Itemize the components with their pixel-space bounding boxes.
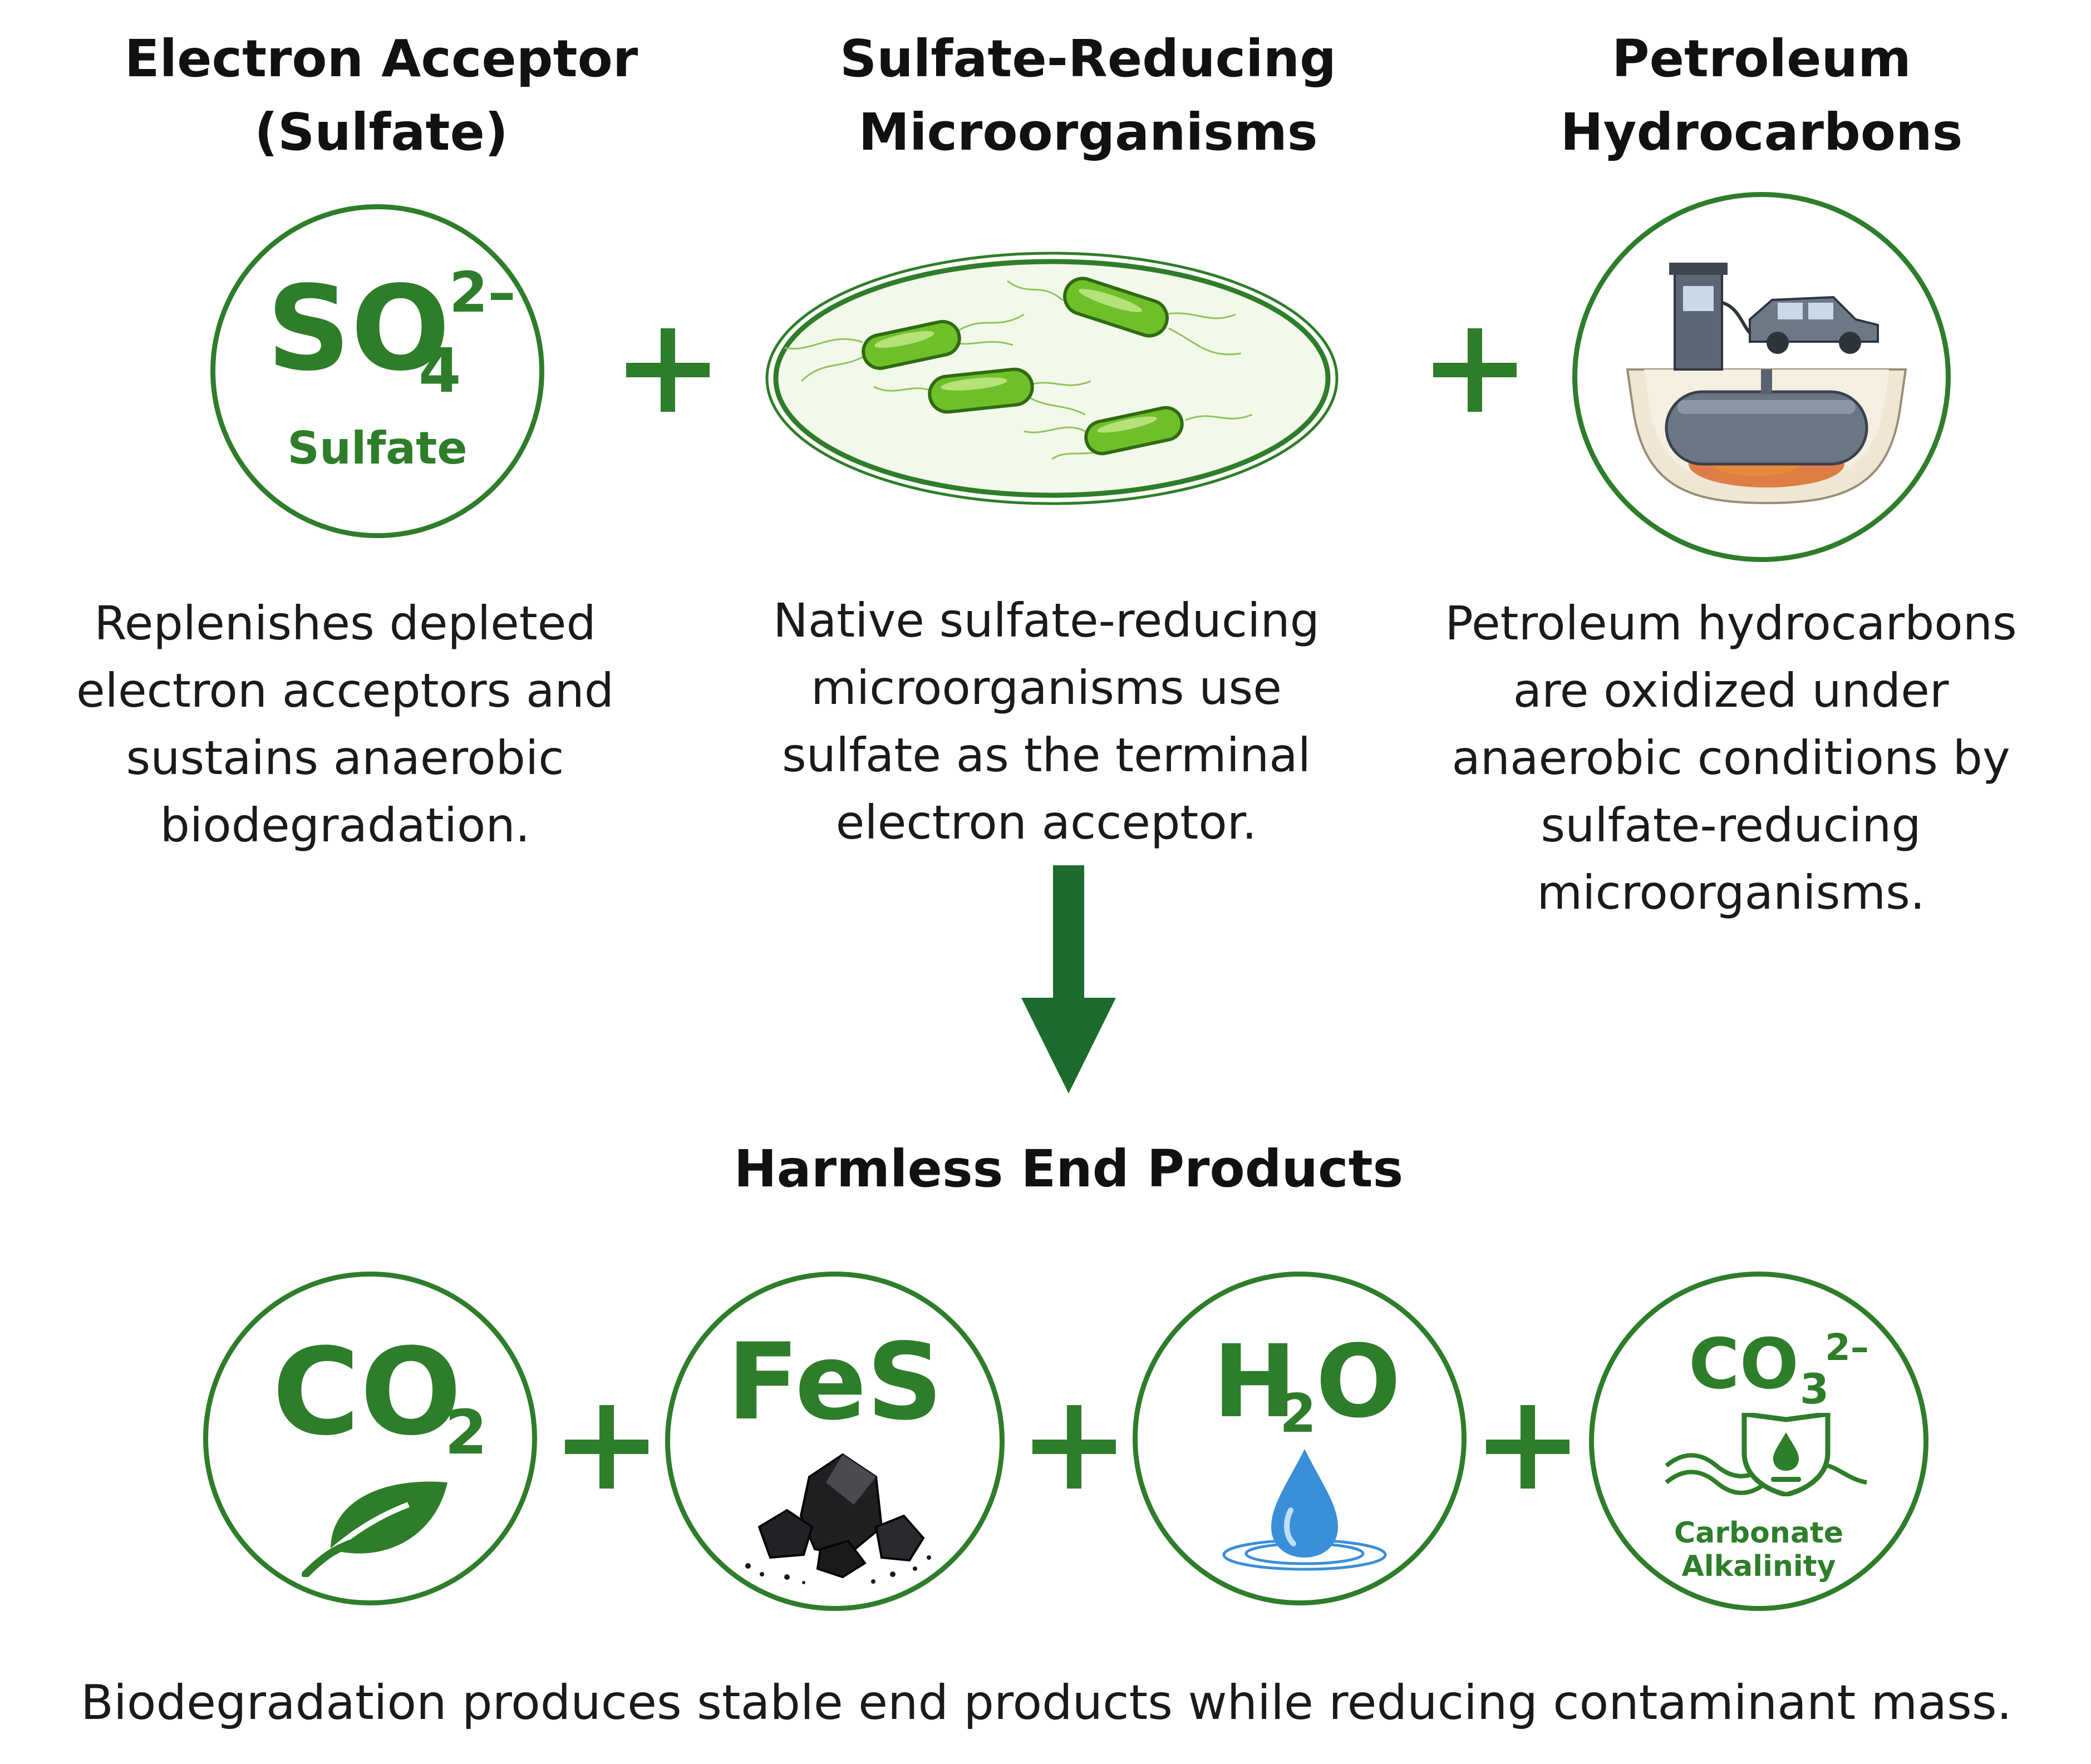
- bacteria-dish-illustration: [765, 252, 1339, 505]
- sulfate-formula-sub: 4: [419, 335, 461, 406]
- leaf-icon: [302, 1481, 447, 1577]
- plus-icon: [1486, 1405, 1570, 1489]
- petroleum-desc-line: microorganisms.: [1537, 865, 1925, 920]
- microbes-desc-line: microorganisms use: [811, 661, 1282, 715]
- petroleum-circle: [1572, 192, 1951, 562]
- plus-icon: [1433, 328, 1517, 412]
- co3-formula-sup: 2–: [1825, 1326, 1869, 1369]
- microbes-description: Native sulfate-reducing microorganisms u…: [735, 587, 1358, 856]
- petroleum-heading-line2: Hydrocarbons: [1560, 102, 1963, 162]
- shield-water-icon: [1665, 1413, 1867, 1496]
- petroleum-heading-line1: Petroleum: [1612, 29, 1911, 88]
- mineral-rock-icon: [745, 1453, 931, 1584]
- down-arrow-icon: [1021, 865, 1116, 1093]
- microbes-desc-line: Native sulfate-reducing: [773, 593, 1320, 648]
- petroleum-heading: Petroleum Hydrocarbons: [1480, 22, 2043, 169]
- sulfate-desc-line: Replenishes depleted: [94, 596, 596, 651]
- sulfate-desc-line: electron acceptors and: [76, 663, 614, 718]
- sulfate-description: Replenishes depleted electron acceptors …: [33, 590, 657, 859]
- microbes-desc-line: electron acceptor.: [835, 795, 1257, 850]
- co2-formula-sub: 2: [445, 1397, 488, 1468]
- microbes-heading-line2: Microorganisms: [858, 102, 1318, 162]
- petroleum-desc-line: are oxidized under: [1513, 663, 1949, 718]
- sulfate-label: Sulfate: [287, 422, 468, 474]
- petroleum-desc-line: sulfate-reducing: [1541, 798, 1921, 853]
- plus-icon: [565, 1405, 648, 1489]
- sulfate-heading-line1: Electron Acceptor: [124, 29, 638, 88]
- h2o-circle: H 2 O: [1133, 1272, 1467, 1605]
- sulfate-circle: SO 4 2– Sulfate: [210, 204, 544, 538]
- h2o-formula-sub: 2: [1280, 1383, 1317, 1445]
- microbes-heading: Sulfate-Reducing Microorganisms: [807, 22, 1369, 169]
- sulfate-desc-line: sustains anaerobic: [126, 731, 564, 785]
- petroleum-desc-line: Petroleum hydrocarbons: [1445, 596, 2017, 651]
- h2o-formula-h: H: [1213, 1324, 1297, 1440]
- footer-caption: Biodegradation produces stable end produ…: [81, 1675, 2012, 1731]
- sulfate-heading: Electron Acceptor (Sulfate): [100, 22, 662, 169]
- sulfate-formula-sup: 2–: [449, 260, 516, 325]
- fes-formula: FeS: [727, 1320, 943, 1443]
- microbes-heading-line1: Sulfate-Reducing: [840, 29, 1336, 88]
- h2o-formula-o: O: [1316, 1324, 1401, 1440]
- sulfate-heading-line2: (Sulfate): [254, 102, 508, 162]
- water-drop-icon: [1222, 1449, 1387, 1571]
- petroleum-desc-line: anaerobic conditions by: [1452, 731, 2010, 785]
- products-heading: Harmless End Products: [734, 1139, 1404, 1199]
- co3-formula-main: CO: [1689, 1324, 1799, 1405]
- fes-circle: FeS: [665, 1272, 1005, 1611]
- co3-circle: CO 3 2– Carbonate Alkalinity: [1589, 1272, 1928, 1611]
- co3-label-line2: Alkalinity: [1681, 1550, 1836, 1583]
- co3-formula-sub: 3: [1800, 1364, 1829, 1413]
- plus-icon: [1032, 1405, 1116, 1489]
- co2-circle: CO 2: [203, 1272, 537, 1605]
- plus-icon: [626, 328, 710, 412]
- petroleum-description: Petroleum hydrocarbons are oxidized unde…: [1414, 590, 2048, 927]
- sulfate-formula-main: SO: [267, 260, 450, 397]
- sulfate-desc-line: biodegradation.: [160, 798, 530, 853]
- co3-label-line1: Carbonate: [1674, 1516, 1844, 1550]
- co2-formula-main: CO: [272, 1322, 462, 1462]
- microbes-desc-line: sulfate as the terminal: [781, 728, 1311, 782]
- fuel-station-tank-illustration: [1626, 263, 1907, 505]
